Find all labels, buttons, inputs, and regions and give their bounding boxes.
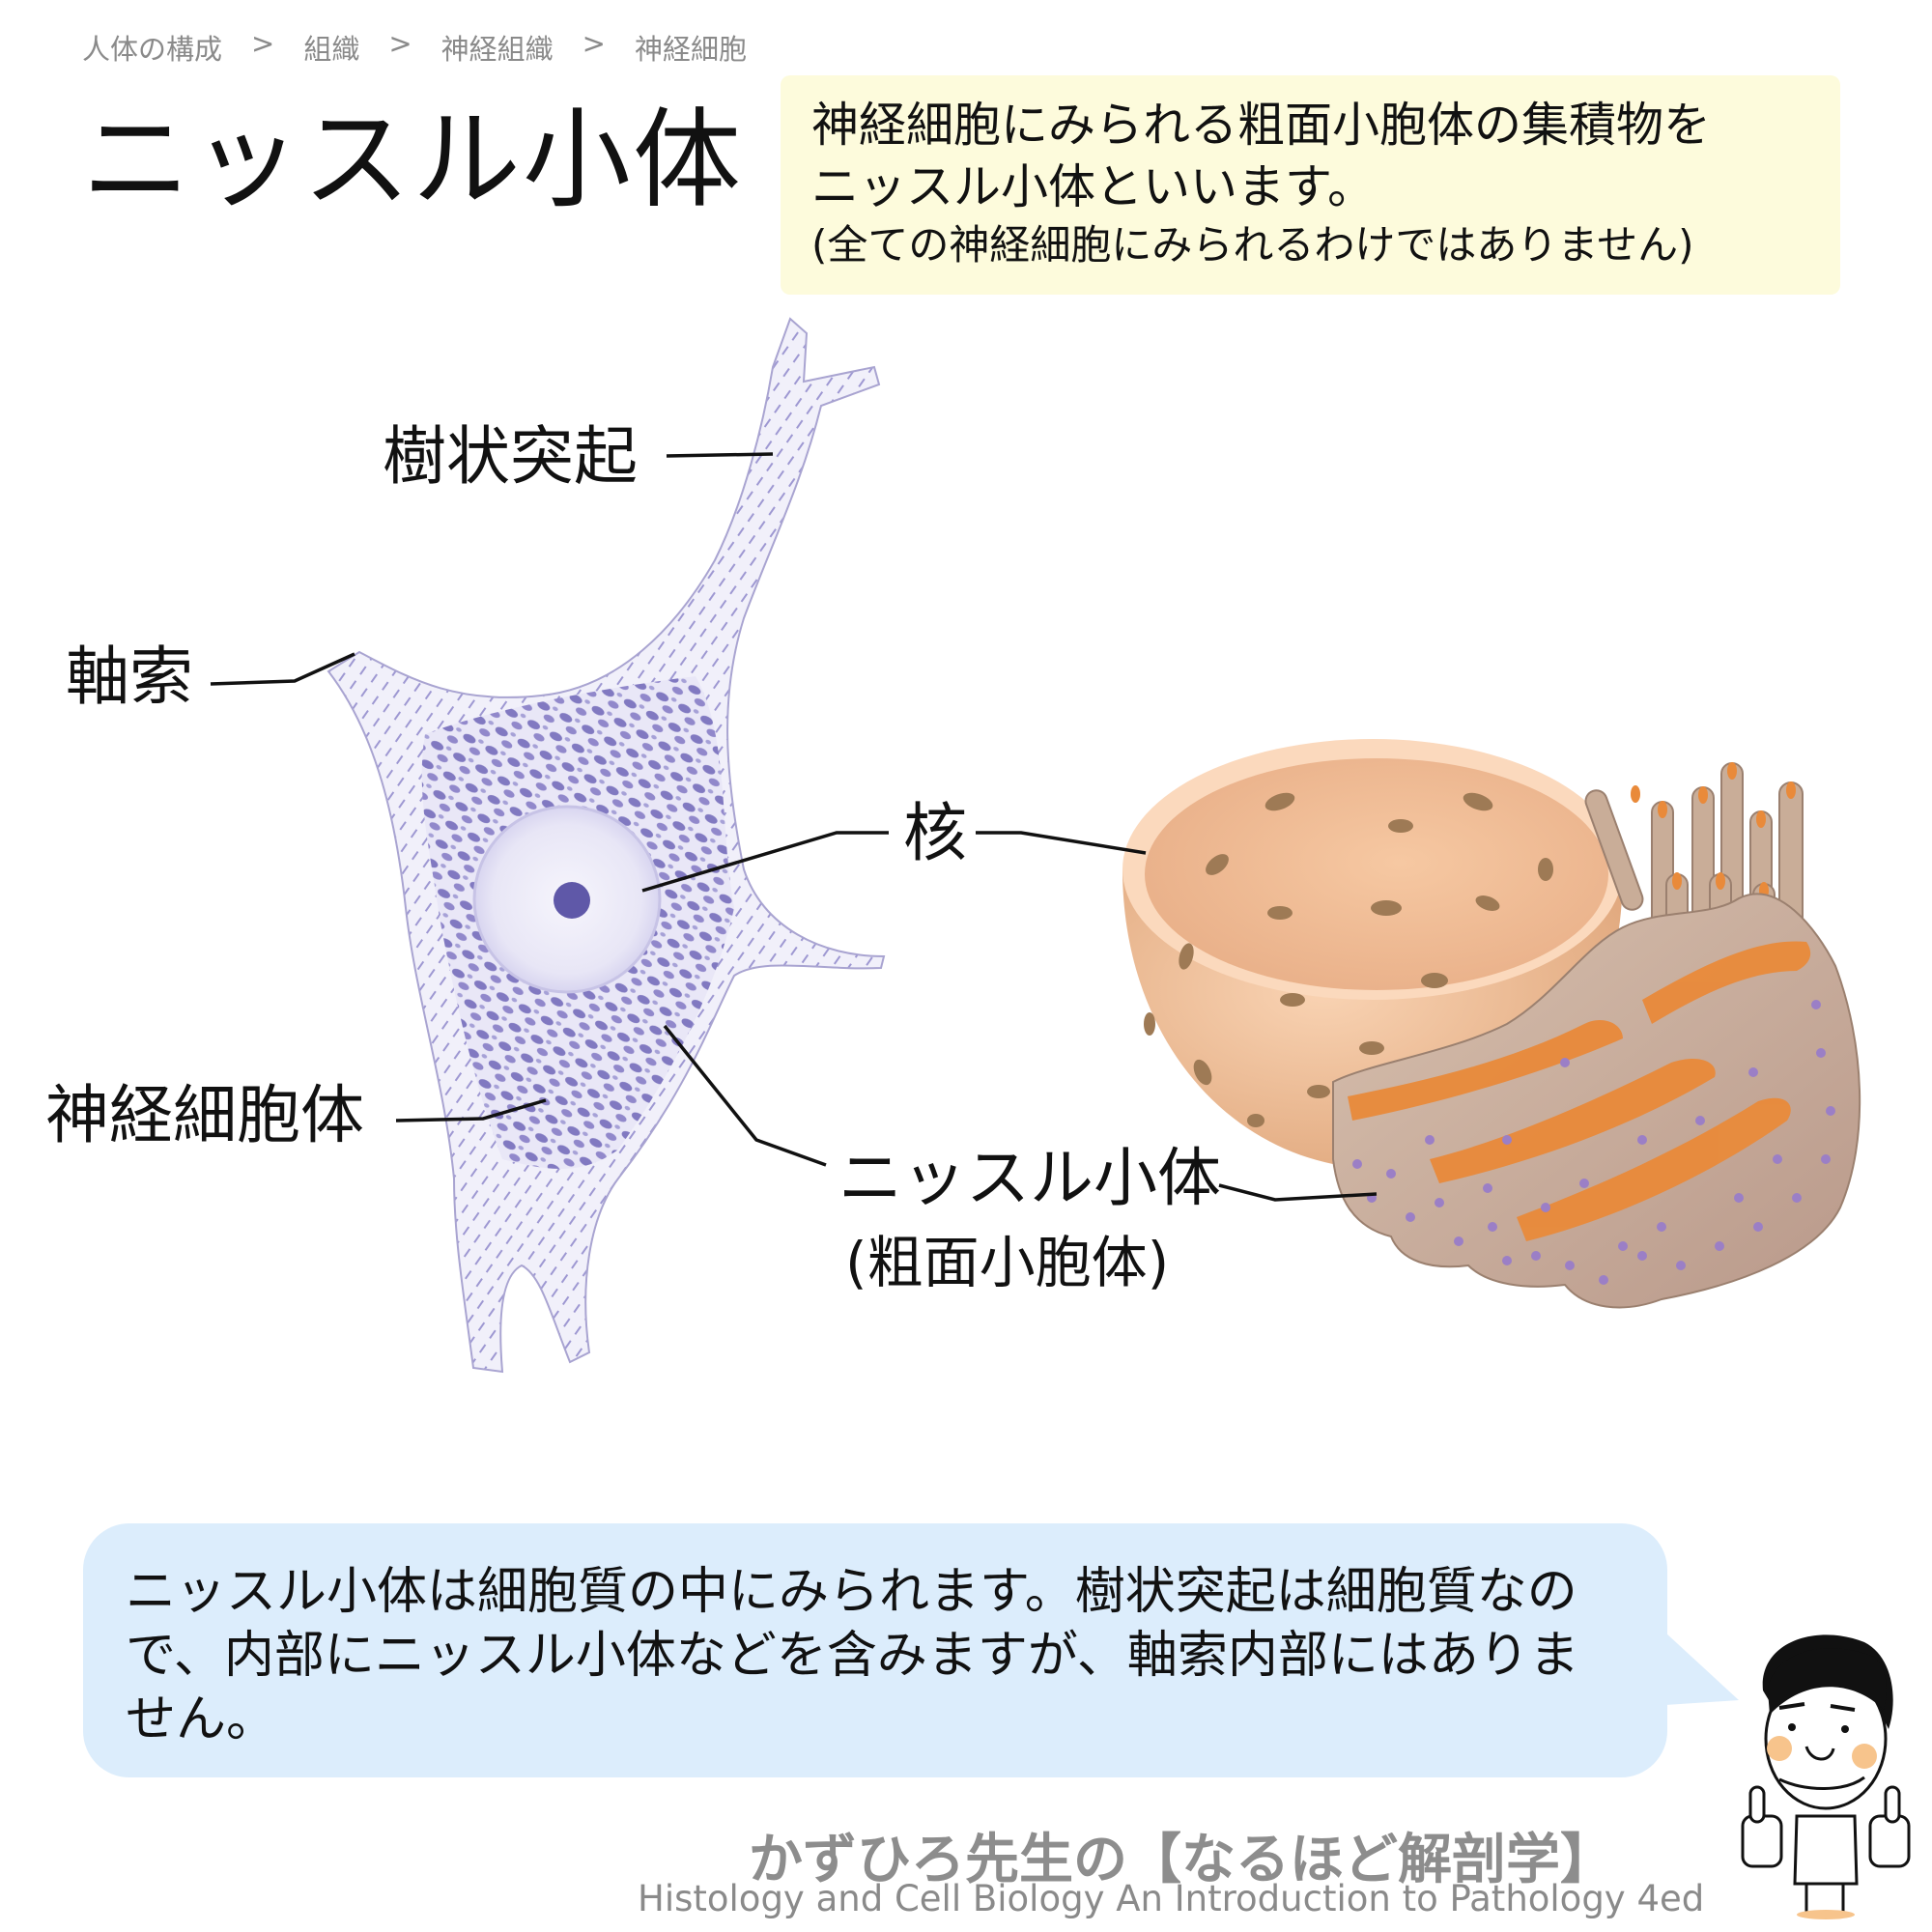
label-rough-er: (粗面小胞体) bbox=[845, 1230, 1170, 1295]
page-title: ニッスル小体 bbox=[82, 98, 743, 223]
label-nucleus: 核 bbox=[903, 796, 967, 870]
teacher-mascot-icon bbox=[1741, 1634, 1911, 1919]
label-axon: 軸索 bbox=[66, 639, 193, 714]
leader-line-nissl-er bbox=[1218, 1183, 1378, 1202]
breadcrumb-item[interactable]: 神経組織 bbox=[440, 33, 554, 66]
nuclear-pores bbox=[1144, 792, 1553, 1127]
leader-lines bbox=[210, 452, 1378, 1202]
brand-title: かずひろ先生の【なるほど解剖学】 bbox=[749, 1829, 1614, 1891]
definition-note: 神経細胞にみられる粗面小胞体の集積物を ニッスル小体といいます。 (全ての神経細… bbox=[781, 75, 1840, 295]
breadcrumb-item-current[interactable]: 神経細胞 bbox=[634, 33, 747, 66]
neuron-nucleolus bbox=[554, 882, 590, 919]
label-nissl-body: ニッスル小体 bbox=[838, 1141, 1221, 1215]
rough-er-illustration bbox=[1332, 762, 1861, 1309]
breadcrumb-item[interactable]: 人体の構成 bbox=[82, 33, 223, 66]
leader-line-nucleus-3d bbox=[976, 831, 1147, 855]
leader-line-nucleus-neuron bbox=[641, 831, 889, 893]
leader-line-cell-body bbox=[395, 1098, 547, 1122]
explanation-line: ニッスル小体は細胞質の中にみられます。樹状突起は細胞質なの bbox=[126, 1563, 1577, 1621]
neuron-illustration bbox=[327, 317, 886, 1374]
explanation-line: せん。 bbox=[126, 1690, 277, 1748]
leader-line-dendrite bbox=[666, 452, 774, 458]
label-dendrite: 樹状突起 bbox=[383, 419, 638, 494]
leader-line-axon bbox=[210, 652, 355, 686]
definition-line: 神経細胞にみられる粗面小胞体の集積物を bbox=[811, 98, 1712, 153]
breadcrumb-separator: > bbox=[251, 27, 275, 60]
label-cell-body: 神経細胞体 bbox=[45, 1078, 364, 1152]
leader-line-nissl-neuron bbox=[663, 1024, 827, 1167]
ribosomes bbox=[1352, 1000, 1835, 1285]
breadcrumb-separator: > bbox=[582, 27, 606, 60]
explanation-bubble: ニッスル小体は細胞質の中にみられます。樹状突起は細胞質なの で、内部にニッスル小… bbox=[83, 1523, 1667, 1777]
explanation-line: で、内部にニッスル小体などを含みますが、軸索内部にはありま bbox=[126, 1627, 1579, 1685]
breadcrumb-separator: > bbox=[388, 27, 412, 60]
breadcrumb: 人体の構成 > 組織 > 神経組織 > 神経細胞 bbox=[82, 27, 747, 68]
definition-line: ニッスル小体といいます。 bbox=[811, 159, 1376, 214]
breadcrumb-item[interactable]: 組織 bbox=[303, 33, 360, 66]
definition-note-line: (全ての神経細胞にみられるわけではありません) bbox=[811, 221, 1694, 269]
source-citation: Histology and Cell Biology An Introducti… bbox=[638, 1878, 1705, 1919]
